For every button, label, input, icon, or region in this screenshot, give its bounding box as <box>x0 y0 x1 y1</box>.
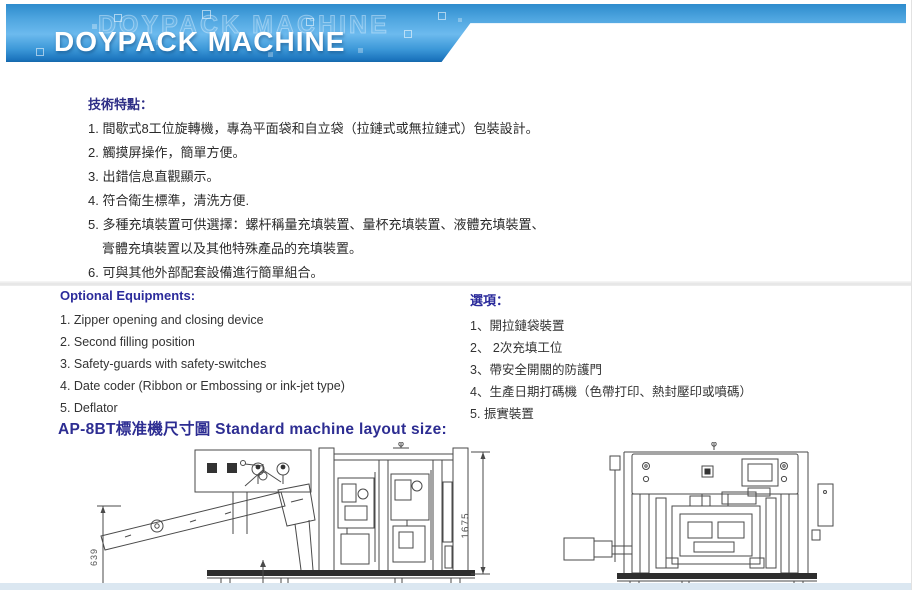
page-title: DOYPACK MACHINE <box>54 26 346 57</box>
optional-zh-item: 4、生產日期打碼機（色帶打印、熱封壓印或噴碼） <box>470 385 752 399</box>
section-divider <box>0 281 911 286</box>
deco-square <box>156 40 161 45</box>
optional-en-item: 1. Zipper opening and closing device <box>60 313 264 327</box>
feature-item: 2. 觸摸屏操作，簡單方便。 <box>88 145 246 160</box>
front-view-lineart <box>563 442 834 584</box>
technical-features-section: 技術特點： 1. 間歇式8工位旋轉機，專為平面袋和自立袋（拉鏈式或無拉鏈式）包裝… <box>88 94 848 285</box>
machine-layout-title: AP-8BT標准機尺寸圖 Standard machine layout siz… <box>58 421 447 438</box>
dimension-label-height: 1675 <box>460 512 472 539</box>
optional-en-item: 3. Safety-guards with safety-switches <box>60 357 267 371</box>
feature-item: 6. 可與其他外部配套設備進行簡單組合。 <box>88 265 324 280</box>
deco-square <box>92 24 97 29</box>
feature-item: 3. 出錯信息直觀顯示。 <box>88 169 220 184</box>
deco-square <box>268 52 273 57</box>
deco-square <box>114 14 122 22</box>
header-banner: DOYPACK MACHINE DOYPACK MACHINE <box>6 4 906 62</box>
banner-watermark-text: DOYPACK MACHINE <box>98 11 390 40</box>
dimension-label-left: 639 <box>89 547 100 567</box>
feature-item: 1. 間歇式8工位旋轉機，專為平面袋和自立袋（拉鏈式或無拉鏈式）包裝設計。 <box>88 121 539 136</box>
optional-zh-item: 3、帶安全開關的防護門 <box>470 363 602 377</box>
optional-zh-item: 1、開拉鏈袋裝置 <box>470 319 565 333</box>
deco-square <box>458 18 462 22</box>
deco-square <box>404 30 412 38</box>
optional-equipments-en-section: Optional Equipments: 1. Zipper opening a… <box>60 288 440 419</box>
optional-en-item: 4. Date coder (Ribbon or Embossing or in… <box>60 379 345 393</box>
deco-square <box>358 48 363 53</box>
features-heading: 技術特點： <box>88 97 154 112</box>
optional-zh-heading: 選項： <box>470 293 510 308</box>
feature-item-continuation: 膏體充填裝置以及其他特殊產品的充填裝置。 <box>102 241 363 256</box>
side-view-lineart <box>97 442 490 584</box>
deco-square <box>306 18 314 26</box>
optional-en-heading: Optional Equipments: <box>60 288 196 303</box>
machine-side-view-drawing: 1675 639 <box>89 442 490 584</box>
optional-en-item: 2. Second filling position <box>60 335 195 349</box>
machine-front-view-drawing <box>562 442 911 584</box>
feature-item: 5. 多種充填裝置可供選擇：螺杆稱量充填裝置、量杯充填裝置、液體充填裝置、 <box>88 217 545 232</box>
optional-en-item: 5. Deflator <box>60 401 118 415</box>
optional-equipments-zh-section: 選項： 1、開拉鏈袋裝置 2、 2次充填工位 3、帶安全開關的防護門 4、生產日… <box>470 290 890 425</box>
feature-item: 4. 符合衛生標準，清洗方便. <box>88 193 250 208</box>
optional-zh-item: 2、 2次充填工位 <box>470 341 563 355</box>
deco-square <box>36 48 44 56</box>
optional-zh-item: 5. 振實裝置 <box>470 407 534 421</box>
bottom-accent-strip <box>0 583 911 590</box>
deco-square <box>202 10 211 19</box>
deco-square <box>438 12 446 20</box>
